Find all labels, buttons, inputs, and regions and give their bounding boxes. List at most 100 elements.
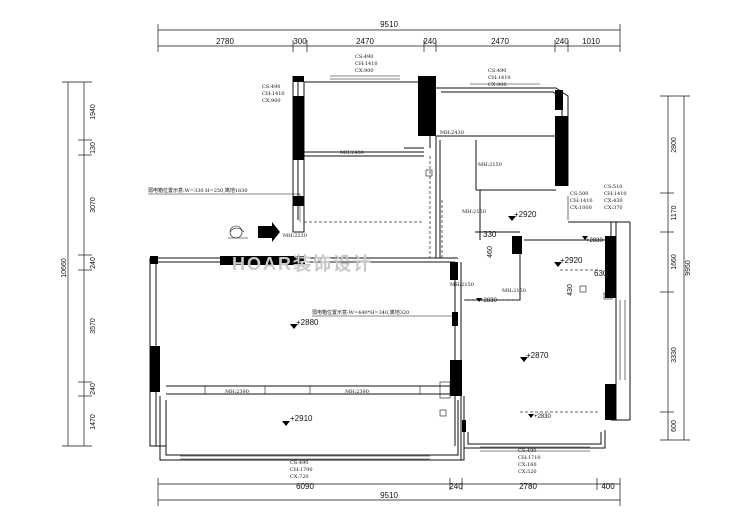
left-dim-seg-4: 240: [90, 257, 97, 269]
svg-text:CH:1410: CH:1410: [355, 61, 378, 67]
beam-label-mh2430-b: MH:2430: [440, 130, 464, 136]
entry-arrow-icon: [258, 222, 280, 242]
right-dim-seg-2: 1170: [671, 205, 678, 220]
svg-text:CH:1410: CH:1410: [262, 91, 285, 97]
svg-text:CS:490: CS:490: [355, 54, 373, 60]
svg-text:CH:1700: CH:1700: [290, 467, 313, 473]
right-dim-seg-3: 1660: [671, 254, 678, 270]
top-dim-seg-7: 1010: [582, 37, 600, 46]
top-dim-seg-5: 2470: [491, 37, 509, 46]
window-note-top-right: CS:490 CH:1410 CX:900: [488, 68, 511, 88]
svg-text:+2880: +2880: [296, 318, 319, 327]
left-dim-seg-6: 240: [90, 383, 97, 395]
elevation-marker-2830-c: +2830: [476, 298, 498, 304]
left-dim-seg-7: 1470: [90, 414, 97, 430]
elevation-marker-2880: +2880: [290, 318, 319, 329]
top-dim-seg-2: 300: [293, 37, 307, 46]
weak-box-annotation-2: 弱电箱位置示意:W=440*H=340,离地320: [312, 309, 409, 316]
bottom-dim-seg-2: 240: [449, 482, 463, 491]
watermark-text: HOAR装饰设计: [232, 253, 373, 274]
svg-text:CX:430: CX:430: [604, 198, 623, 204]
beam-label-mh2150-b: MH:2150: [462, 209, 486, 215]
top-dim-seg-3: 2470: [356, 37, 374, 46]
beam-label-mh2390-a: MH:2390: [225, 389, 249, 395]
left-dim-seg-1: 1940: [90, 104, 97, 120]
svg-text:CX:900: CX:900: [262, 98, 281, 104]
dim-630: 630: [594, 269, 608, 278]
window-note-bottom-left: CS:490 CH:1700 CX:720: [290, 460, 313, 480]
svg-text:CX:370: CX:370: [604, 205, 623, 211]
dim-430: 430: [567, 284, 574, 296]
right-dim-seg-5: 600: [671, 420, 678, 432]
svg-text:+2920: +2920: [514, 210, 537, 219]
svg-text:+2870: +2870: [526, 351, 549, 360]
svg-text:CH:1410: CH:1410: [488, 75, 511, 81]
bottom-dim-seg-4: 400: [601, 482, 615, 491]
svg-text:+2920: +2920: [560, 256, 583, 265]
window-note-right-b: CS:510 CH:1410 CX:430 CX:370: [604, 184, 627, 211]
svg-text:CX:520: CX:520: [518, 469, 537, 475]
svg-text:+2830: +2830: [586, 238, 604, 244]
equipment-markers: [425, 169, 613, 417]
svg-text:CS:490: CS:490: [290, 460, 308, 466]
window-note-bottom-right: CS:490 CH:1710 CX:160 CX:520: [518, 448, 541, 475]
dim-330: 330: [483, 230, 497, 239]
svg-text:+2910: +2910: [290, 414, 313, 423]
top-dim-seg-4: 240: [423, 37, 437, 46]
elevation-marker-2920-a: +2920: [508, 210, 537, 221]
svg-text:CX:900: CX:900: [488, 82, 507, 88]
bottom-dimension-chain: [157, 478, 621, 506]
right-dimension-chain: [660, 95, 690, 441]
beam-markers: [204, 381, 451, 399]
svg-text:CS:500: CS:500: [570, 191, 588, 197]
beam-label-mh2230: MH:2230: [283, 233, 307, 239]
elevation-marker-2870: +2870: [520, 351, 549, 362]
window-note-top-center: CS:490 CH:1410 CX:900: [355, 54, 378, 74]
svg-text:CH:1410: CH:1410: [570, 198, 593, 204]
svg-text:+2830: +2830: [480, 298, 498, 304]
svg-text:CS:490: CS:490: [488, 68, 506, 74]
beam-label-mh2150-c: MH:2150: [450, 282, 474, 288]
bottom-total-dim: 9510: [380, 491, 398, 500]
right-dim-seg-4: 3330: [671, 347, 678, 363]
dim-460: 460: [487, 246, 494, 258]
right-total-dim: 9950: [685, 260, 692, 276]
top-dimension-chain: [157, 24, 621, 52]
elevation-marker-2830-b: +2830: [528, 414, 552, 420]
svg-text:CX:160: CX:160: [518, 462, 537, 468]
bottom-dim-seg-1: 6090: [296, 482, 314, 491]
window-note-top-left: CS:490 CH:1410 CX:900: [262, 84, 285, 104]
structural-columns: [150, 76, 616, 432]
svg-text:CX:900: CX:900: [355, 68, 374, 74]
svg-text:CS:510: CS:510: [604, 184, 622, 190]
svg-text:CX:720: CX:720: [290, 474, 309, 480]
svg-text:CX:1000: CX:1000: [570, 205, 592, 211]
beam-label-mh2150-a: MH:2150: [478, 162, 502, 168]
svg-text:CS:490: CS:490: [518, 448, 536, 454]
weak-box-annotation-1: 弱电箱位置示意:W=330 H=250,离地1830: [148, 187, 248, 194]
left-dim-seg-5: 3570: [90, 318, 97, 334]
elevation-marker-2910: +2910: [282, 414, 313, 426]
left-dim-seg-2: 130: [90, 142, 97, 154]
top-dim-seg-6: 240: [555, 37, 569, 46]
beam-label-mh2390-b: MH:2390: [345, 389, 369, 395]
beam-label-mh2430: MH:2430: [340, 150, 364, 156]
svg-text:CS:490: CS:490: [262, 84, 280, 90]
left-total-dim: 10660: [61, 258, 68, 278]
window-lines: [149, 75, 626, 460]
elevation-marker-2920-b: +2920: [554, 256, 583, 267]
left-dimension-chain: [62, 81, 92, 447]
elevation-marker-2830-a: +2830: [582, 236, 604, 244]
top-total-dim: 9510: [380, 20, 398, 29]
window-note-right-a: CS:500 CH:1410 CX:1000: [570, 191, 593, 211]
entry-door-icon: [228, 225, 248, 239]
top-dim-seg-1: 2780: [216, 37, 234, 46]
left-dim-seg-3: 3070: [90, 197, 97, 213]
svg-text:+2830: +2830: [534, 414, 552, 420]
svg-text:CH:1410: CH:1410: [604, 191, 627, 197]
dashed-beam-lines: [304, 156, 600, 413]
beam-label-mh2150-d: MH:2150: [502, 288, 526, 294]
svg-text:CH:1710: CH:1710: [518, 455, 541, 461]
